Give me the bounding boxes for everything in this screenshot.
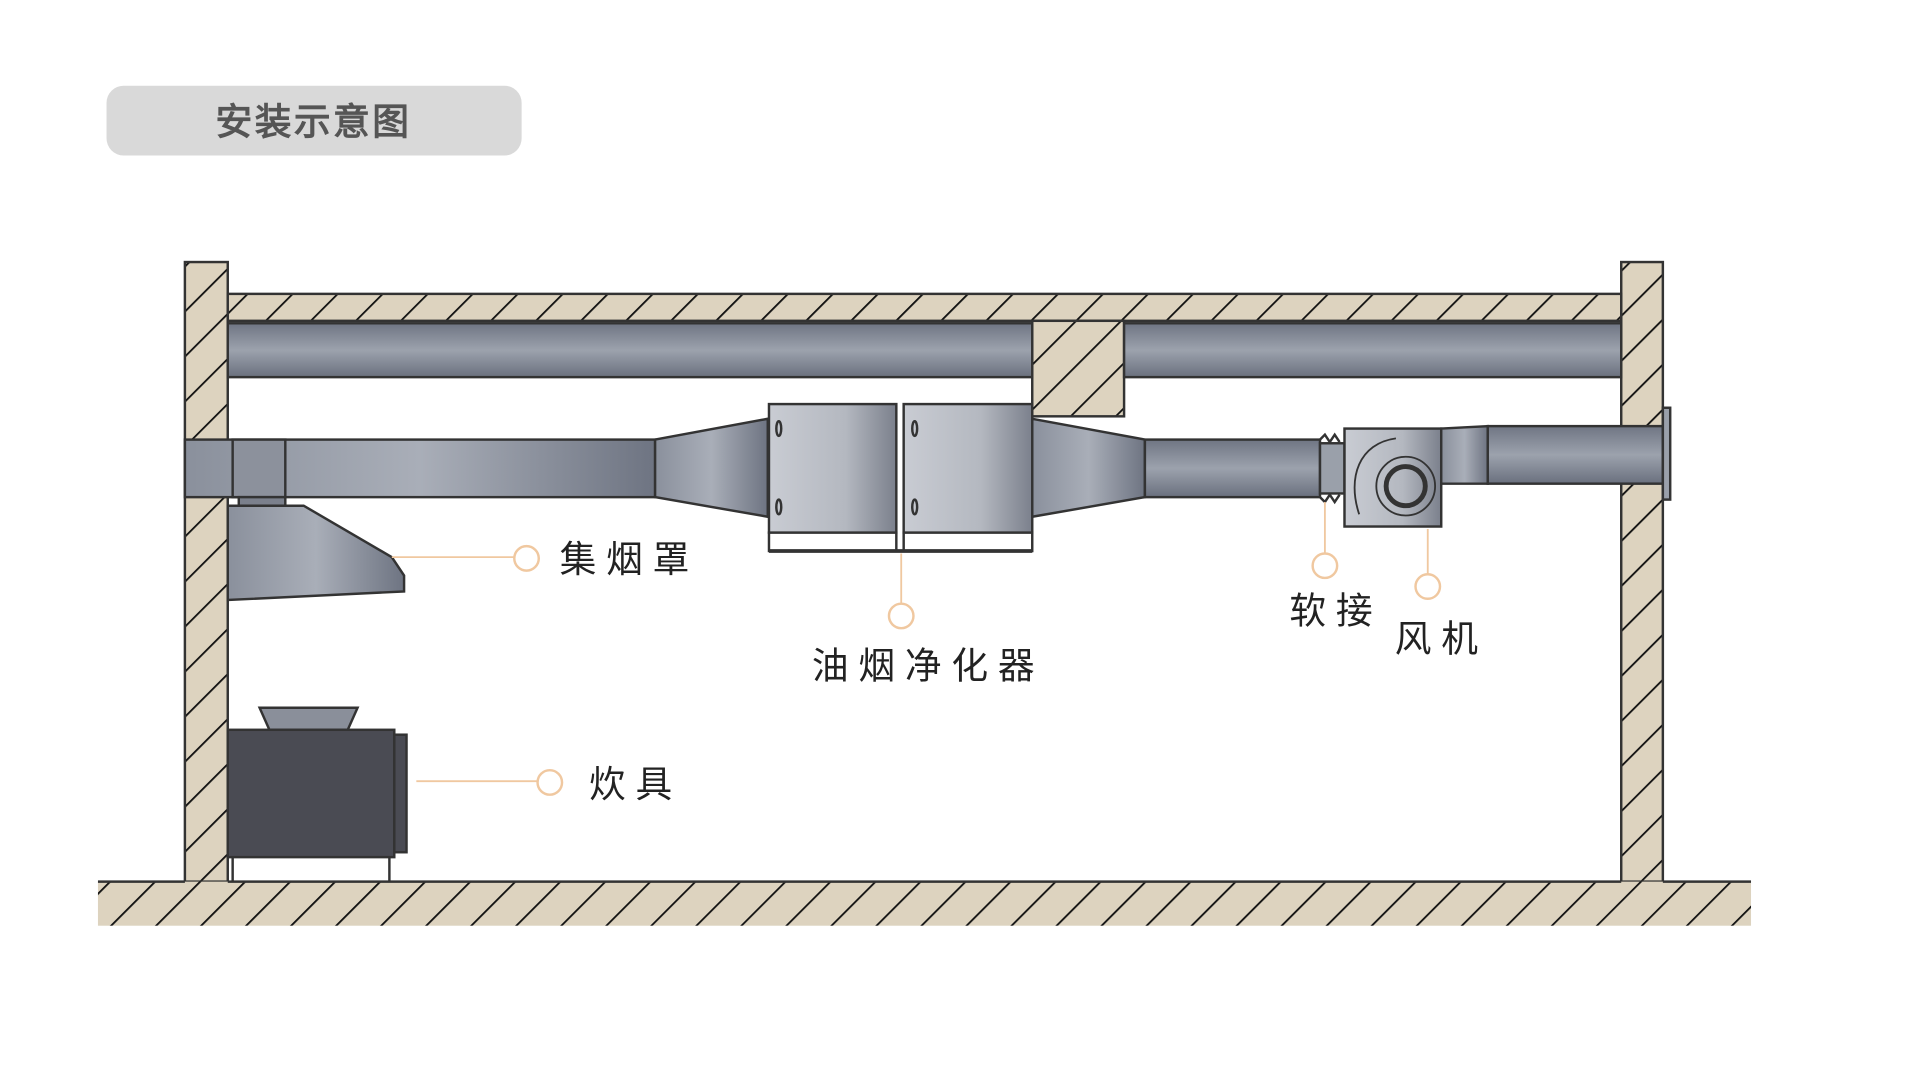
floor-slab [97, 881, 1752, 926]
upper-duct-right [1122, 322, 1623, 379]
flex-joint [1318, 442, 1346, 495]
label-flex-joint: 软接 [1289, 589, 1382, 632]
cooking-stove [226, 706, 408, 882]
label-purifier: 油烟净化器 [812, 644, 1045, 687]
callouts [391, 502, 1442, 796]
smoke-hood [226, 495, 406, 602]
oil-fume-purifier [767, 402, 1034, 553]
label-hood: 集烟罩 [560, 538, 700, 581]
fan [1343, 406, 1672, 528]
left-wall [183, 260, 229, 883]
label-fan: 风机 [1395, 617, 1488, 660]
upper-duct-left [226, 322, 1034, 379]
right-wall [1620, 260, 1665, 883]
label-stove: 炊具 [589, 763, 682, 806]
exhaust-duct-system [183, 402, 1672, 882]
ceiling-beam [1031, 319, 1126, 418]
ceiling-slab [226, 292, 1623, 323]
diagram-title: 安装示意图 [216, 101, 412, 144]
title-badge: 安装示意图 [106, 85, 522, 156]
